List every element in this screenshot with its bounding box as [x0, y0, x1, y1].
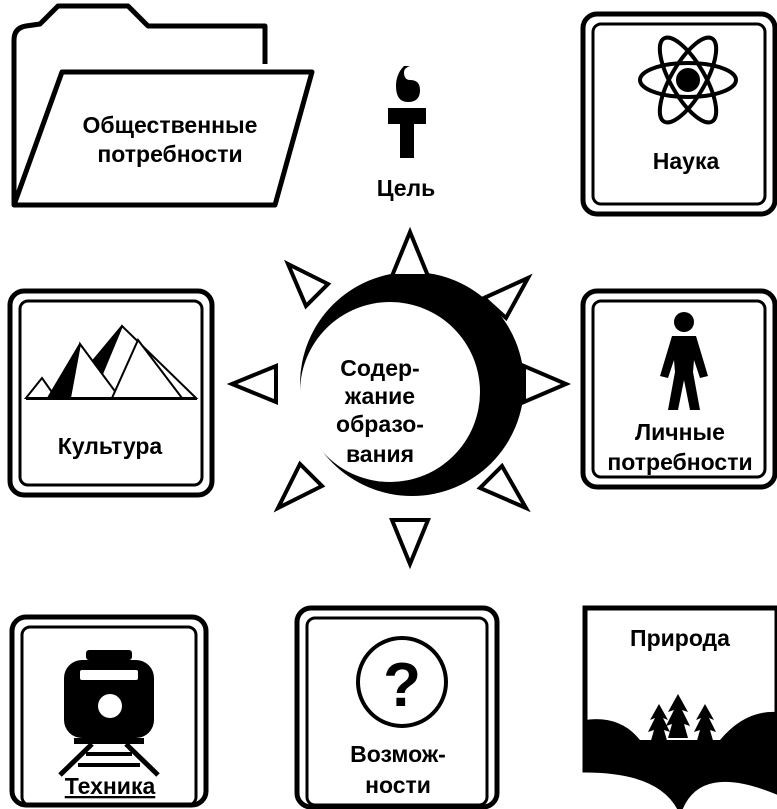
social-needs-label-line2: потребности: [97, 141, 242, 167]
center-label-line2: жание: [344, 383, 415, 409]
ray-upper-left-arrow: [284, 259, 332, 310]
ray-upper-right-arrow: [480, 273, 533, 322]
personal-needs-frame-outer: [580, 288, 777, 490]
center-inner-circle: [300, 302, 480, 482]
possibilities-label-line1: Возмож-: [350, 741, 446, 767]
node-technology: Техника: [9, 614, 209, 808]
culture-label: Культура: [58, 433, 163, 459]
ray-up-arrow: [389, 226, 431, 278]
node-goal: Цель: [377, 66, 436, 201]
center-label-line4: вания: [346, 441, 414, 467]
pyramids-icon: [23, 324, 199, 400]
center-rays: [226, 226, 572, 570]
science-frame-inner: [591, 22, 767, 206]
node-personal-needs: Личные потребности: [580, 288, 777, 490]
center-node: Содер- жание образо- вания: [300, 272, 524, 496]
possibilities-frame-outer: [294, 605, 500, 809]
science-frame-outer: [580, 11, 777, 217]
train-icon: [58, 650, 160, 777]
culture-frame-inner: [18, 299, 204, 487]
node-social-needs: Общественные потребности: [11, 3, 315, 208]
center-label-line1: Содер-: [340, 355, 419, 381]
center-label-line3: образо-: [336, 411, 424, 437]
ray-left-arrow: [226, 363, 278, 405]
culture-frame-outer: [7, 288, 215, 498]
ray-right-arrow: [522, 362, 572, 406]
possibilities-label-line2: ности: [365, 772, 431, 798]
node-nature: Природа: [582, 605, 777, 809]
ray-lower-left-arrow: [273, 460, 326, 513]
person-icon: [660, 312, 708, 410]
node-culture: Культура: [7, 288, 215, 498]
atom-icon: [638, 35, 738, 125]
node-science: Наука: [580, 11, 777, 217]
goal-label: Цель: [377, 175, 436, 201]
torch-icon: [388, 66, 426, 158]
trees-icon: [648, 694, 716, 744]
personal-needs-frame-inner: [591, 299, 767, 479]
svg-text:?: ?: [383, 651, 421, 720]
ray-lower-right-arrow: [476, 462, 531, 513]
node-possibilities: ? Возмож- ности: [294, 605, 500, 809]
social-needs-label-line1: Общественные: [83, 112, 258, 138]
ray-down-arrow: [389, 518, 431, 570]
folder-icon: [11, 3, 315, 208]
question-mark-icon: ?: [356, 636, 448, 728]
nature-label: Природа: [630, 625, 730, 651]
possibilities-frame-inner: [305, 616, 489, 807]
personal-needs-label-line1: Личные: [635, 419, 725, 445]
personal-needs-label-line2: потребности: [607, 449, 752, 475]
science-label: Наука: [653, 148, 720, 174]
technology-frame-inner: [20, 625, 198, 807]
technology-label: Техника: [65, 773, 156, 799]
